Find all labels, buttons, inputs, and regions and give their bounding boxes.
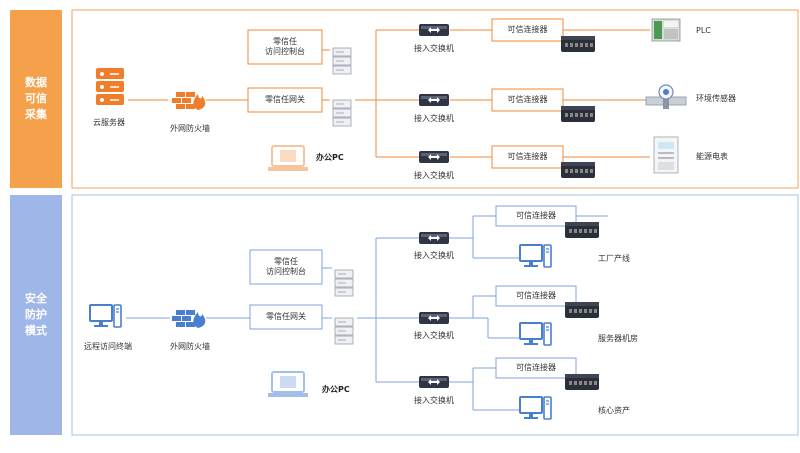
connector-label: 可信连接器 bbox=[516, 291, 556, 300]
asset-monitor-icon bbox=[519, 244, 552, 268]
section-frame-bottom bbox=[71, 194, 799, 436]
connector-box bbox=[495, 285, 577, 307]
asset-label-factory: 工厂产线 bbox=[598, 254, 630, 263]
connector-label: 可信连接器 bbox=[507, 95, 548, 104]
asset-monitor-icon bbox=[519, 322, 552, 346]
asset-monitor-icon bbox=[519, 396, 552, 420]
connector-label: 可信连接器 bbox=[516, 363, 556, 372]
energy-meter-icon bbox=[653, 136, 679, 174]
connector-label: 可信连接器 bbox=[507, 25, 548, 34]
device-label-plc: PLC bbox=[696, 26, 711, 35]
server-stack-icon bbox=[332, 99, 352, 127]
remote-terminal-icon bbox=[89, 304, 122, 328]
section-label-data-collection: 数据 可信 采集 bbox=[10, 10, 62, 188]
plc-icon bbox=[651, 18, 681, 42]
office-pc-label: 办公PC bbox=[316, 153, 344, 162]
switch-icon bbox=[419, 24, 449, 36]
switch-icon bbox=[419, 376, 449, 388]
server-stack-icon bbox=[334, 269, 354, 297]
console-box bbox=[249, 249, 323, 285]
firewall-label: 外网防火墙 bbox=[170, 342, 210, 351]
gateway-box bbox=[249, 304, 323, 330]
switch-label: 接入交换机 bbox=[414, 331, 454, 340]
sensor-icon bbox=[645, 84, 687, 109]
switch-icon bbox=[419, 94, 449, 106]
section-frame-top bbox=[71, 9, 799, 189]
server-stack-icon bbox=[334, 317, 354, 345]
connector-icon bbox=[561, 106, 595, 122]
gateway-label: 零信任网关 bbox=[265, 95, 305, 104]
section-title-line: 可信 bbox=[25, 92, 47, 105]
switch-label: 接入交换机 bbox=[414, 396, 454, 405]
server-stack-icon bbox=[332, 47, 352, 75]
device-label-sensor: 环境传感器 bbox=[696, 94, 736, 103]
connector-icon bbox=[561, 162, 595, 178]
console-label: 零信任 访问控制台 bbox=[248, 37, 322, 57]
section-label-security-mode: 安全 防护 模式 bbox=[10, 195, 62, 435]
connector-icon bbox=[561, 36, 595, 52]
firewall-icon bbox=[172, 92, 206, 110]
switch-label: 接入交换机 bbox=[414, 114, 454, 123]
connector-icon bbox=[565, 302, 599, 318]
top-connection-lines bbox=[128, 29, 650, 158]
connector-box bbox=[491, 145, 564, 169]
connector-icon bbox=[565, 222, 599, 238]
asset-label-server-room: 服务器机房 bbox=[598, 334, 638, 343]
cloud-server-label: 云服务器 bbox=[93, 118, 125, 127]
console-label-line: 访问控制台 bbox=[265, 47, 305, 56]
connector-icon bbox=[565, 374, 599, 390]
switch-label: 接入交换机 bbox=[414, 44, 454, 53]
console-box bbox=[247, 29, 323, 65]
office-pc-label: 办公PC bbox=[322, 385, 350, 394]
section-title-line: 防护 bbox=[25, 308, 47, 321]
switch-icon bbox=[419, 232, 449, 244]
section-title-line: 采集 bbox=[25, 108, 47, 121]
section-title-line: 模式 bbox=[25, 324, 47, 337]
asset-label-core: 核心资产 bbox=[598, 406, 630, 415]
laptop-icon bbox=[268, 371, 308, 397]
console-label-line: 零信任 bbox=[274, 257, 298, 266]
console-label-line: 访问控制台 bbox=[266, 267, 306, 276]
laptop-icon bbox=[268, 145, 308, 171]
connector-box bbox=[491, 18, 564, 42]
connector-box bbox=[495, 205, 577, 227]
switch-icon bbox=[419, 151, 449, 163]
console-label-line: 零信任 bbox=[273, 37, 297, 46]
connector-box bbox=[495, 357, 577, 379]
cloud-server-icon bbox=[96, 68, 124, 105]
firewall-label: 外网防火墙 bbox=[170, 124, 210, 133]
switch-label: 接入交换机 bbox=[414, 171, 454, 180]
remote-terminal-label: 远程访问终端 bbox=[84, 342, 132, 351]
firewall-icon bbox=[172, 310, 206, 328]
switch-label: 接入交换机 bbox=[414, 251, 454, 260]
console-label: 零信任 访问控制台 bbox=[250, 257, 322, 277]
switch-icon bbox=[419, 312, 449, 324]
gateway-label: 零信任网关 bbox=[266, 312, 306, 321]
section-title-line: 安全 bbox=[25, 292, 47, 305]
gateway-box bbox=[247, 87, 323, 113]
device-label-meter: 能源电表 bbox=[696, 152, 728, 161]
section-title-line: 数据 bbox=[25, 76, 47, 89]
connector-label: 可信连接器 bbox=[507, 152, 548, 161]
connector-label: 可信连接器 bbox=[516, 211, 556, 220]
connector-box bbox=[491, 88, 564, 112]
